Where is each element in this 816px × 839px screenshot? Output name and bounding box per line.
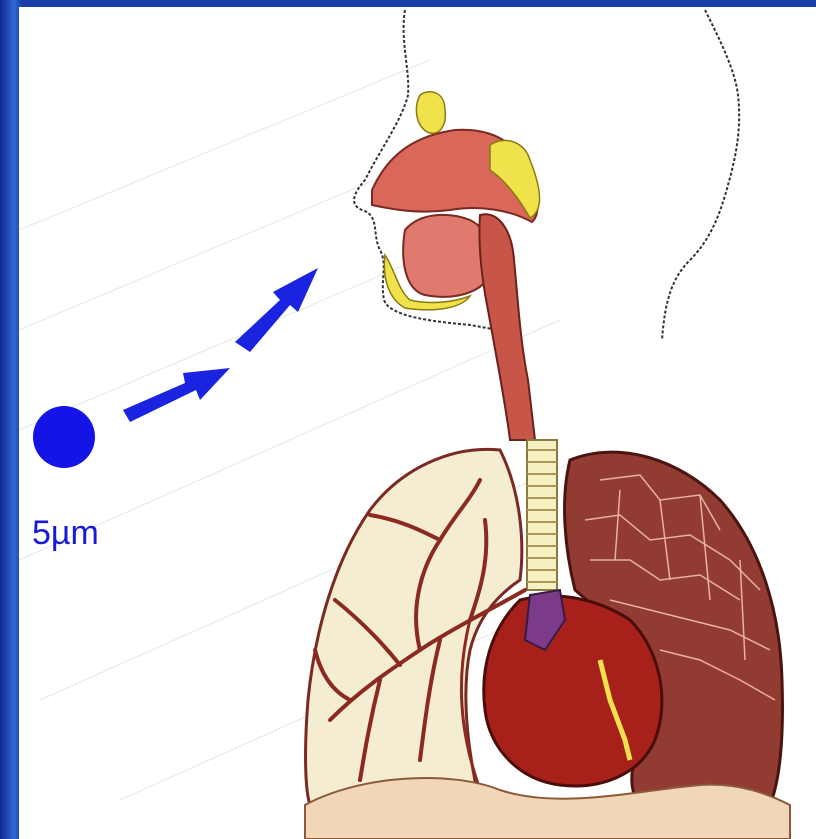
trachea [527, 440, 557, 590]
particle-dot [33, 406, 95, 468]
heart [484, 596, 662, 786]
particle-size-label: 5µm [32, 514, 99, 553]
